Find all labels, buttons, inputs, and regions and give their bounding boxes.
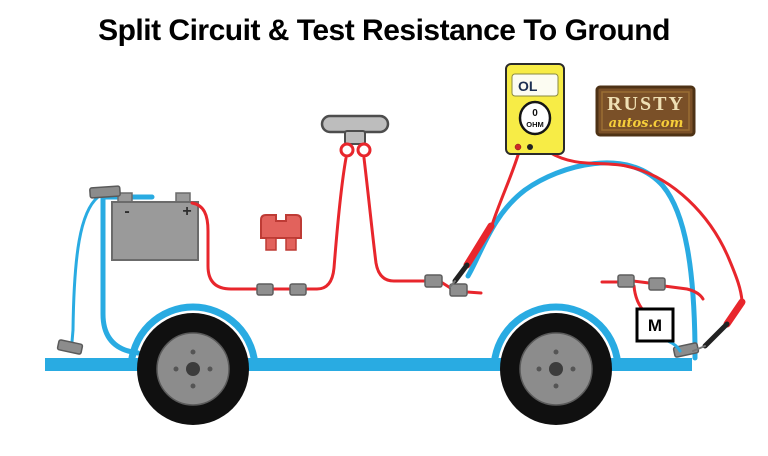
multimeter-display xyxy=(511,73,559,97)
split-connector-left xyxy=(424,274,443,288)
meter-lead-left xyxy=(490,150,521,227)
motor: M xyxy=(635,307,675,343)
lug-nut xyxy=(173,366,179,372)
battery-negative-clamp xyxy=(89,185,121,199)
right-wheel-arch xyxy=(490,303,622,370)
lug-nut xyxy=(536,366,542,372)
wire-battery-to-fuse-holder xyxy=(190,201,260,291)
probe-tip xyxy=(449,280,456,288)
lug-nut xyxy=(207,366,213,372)
multimeter: OL 0 OHM xyxy=(505,63,565,155)
probe-jack-black xyxy=(527,144,533,150)
fuse-leg-right xyxy=(285,237,297,251)
logo-plate xyxy=(595,85,696,137)
battery-negative-sign: - xyxy=(124,203,129,220)
wire-split-connector-stub xyxy=(465,290,483,295)
circuit-wires xyxy=(190,150,744,312)
lug-nut xyxy=(570,366,576,372)
fuse-holder-connector-right xyxy=(289,283,307,296)
split-connector-right xyxy=(449,283,468,297)
multimeter-display-value: OL xyxy=(518,78,538,94)
logo-title: RUSTY xyxy=(607,93,685,115)
lug-nut xyxy=(190,349,196,355)
motor-box xyxy=(635,307,675,343)
switch-stem xyxy=(344,130,366,145)
wire-switch-to-split-connector xyxy=(362,156,427,283)
left-wheel xyxy=(137,313,249,425)
fuse-leg-left xyxy=(265,237,277,251)
switch-bar xyxy=(320,114,390,134)
ignition-switch xyxy=(320,114,390,158)
logo-inner-frame xyxy=(601,91,690,131)
meter-lead-right xyxy=(547,150,744,303)
left-wheel-arch xyxy=(127,303,259,370)
lug-nut xyxy=(553,383,559,389)
probe-collar xyxy=(452,262,470,284)
logo-subtitle: autos.com xyxy=(609,116,684,131)
wire-rear-connector-link xyxy=(631,279,651,285)
probe-tip xyxy=(692,345,706,352)
ring-terminal-right xyxy=(356,142,372,158)
dial-value: 0 xyxy=(532,108,538,119)
rear-connector-left xyxy=(617,274,635,288)
wire-rear-connector-right xyxy=(662,284,705,301)
hub-center xyxy=(549,362,563,376)
battery-body xyxy=(111,201,199,261)
test-probe-right xyxy=(692,298,746,352)
right-wheel xyxy=(500,313,612,425)
rear-connector-right xyxy=(648,277,666,291)
probe-collar xyxy=(702,321,730,349)
hub-center xyxy=(186,362,200,376)
dial-unit: OHM xyxy=(526,120,544,129)
blade-fuse xyxy=(260,214,302,251)
test-probe-left xyxy=(449,222,495,288)
wire-connector-to-motor xyxy=(632,284,645,312)
battery: - + xyxy=(89,185,199,261)
lug-nut xyxy=(553,349,559,355)
probe-jack-red xyxy=(514,143,522,151)
ring-terminal-left xyxy=(339,142,355,158)
wire-connectors xyxy=(256,274,666,297)
fuse-holder-connector-left xyxy=(256,283,274,296)
multimeter-dial xyxy=(518,100,552,136)
chassis-ground-lug-right xyxy=(672,342,700,358)
page-title: Split Circuit & Test Resistance To Groun… xyxy=(98,14,670,47)
motor-label: M xyxy=(648,316,662,335)
battery-ground-wire xyxy=(70,195,100,344)
probe-handle xyxy=(723,298,746,328)
wire-fuse-to-switch xyxy=(303,156,348,291)
fuse-body xyxy=(260,214,302,239)
lug-nut xyxy=(190,383,196,389)
chassis-ground-lug-left xyxy=(56,339,84,355)
probe-handle xyxy=(463,222,495,269)
battery-positive-sign: + xyxy=(182,203,191,220)
brand-logo: RUSTY autos.com xyxy=(595,85,696,137)
